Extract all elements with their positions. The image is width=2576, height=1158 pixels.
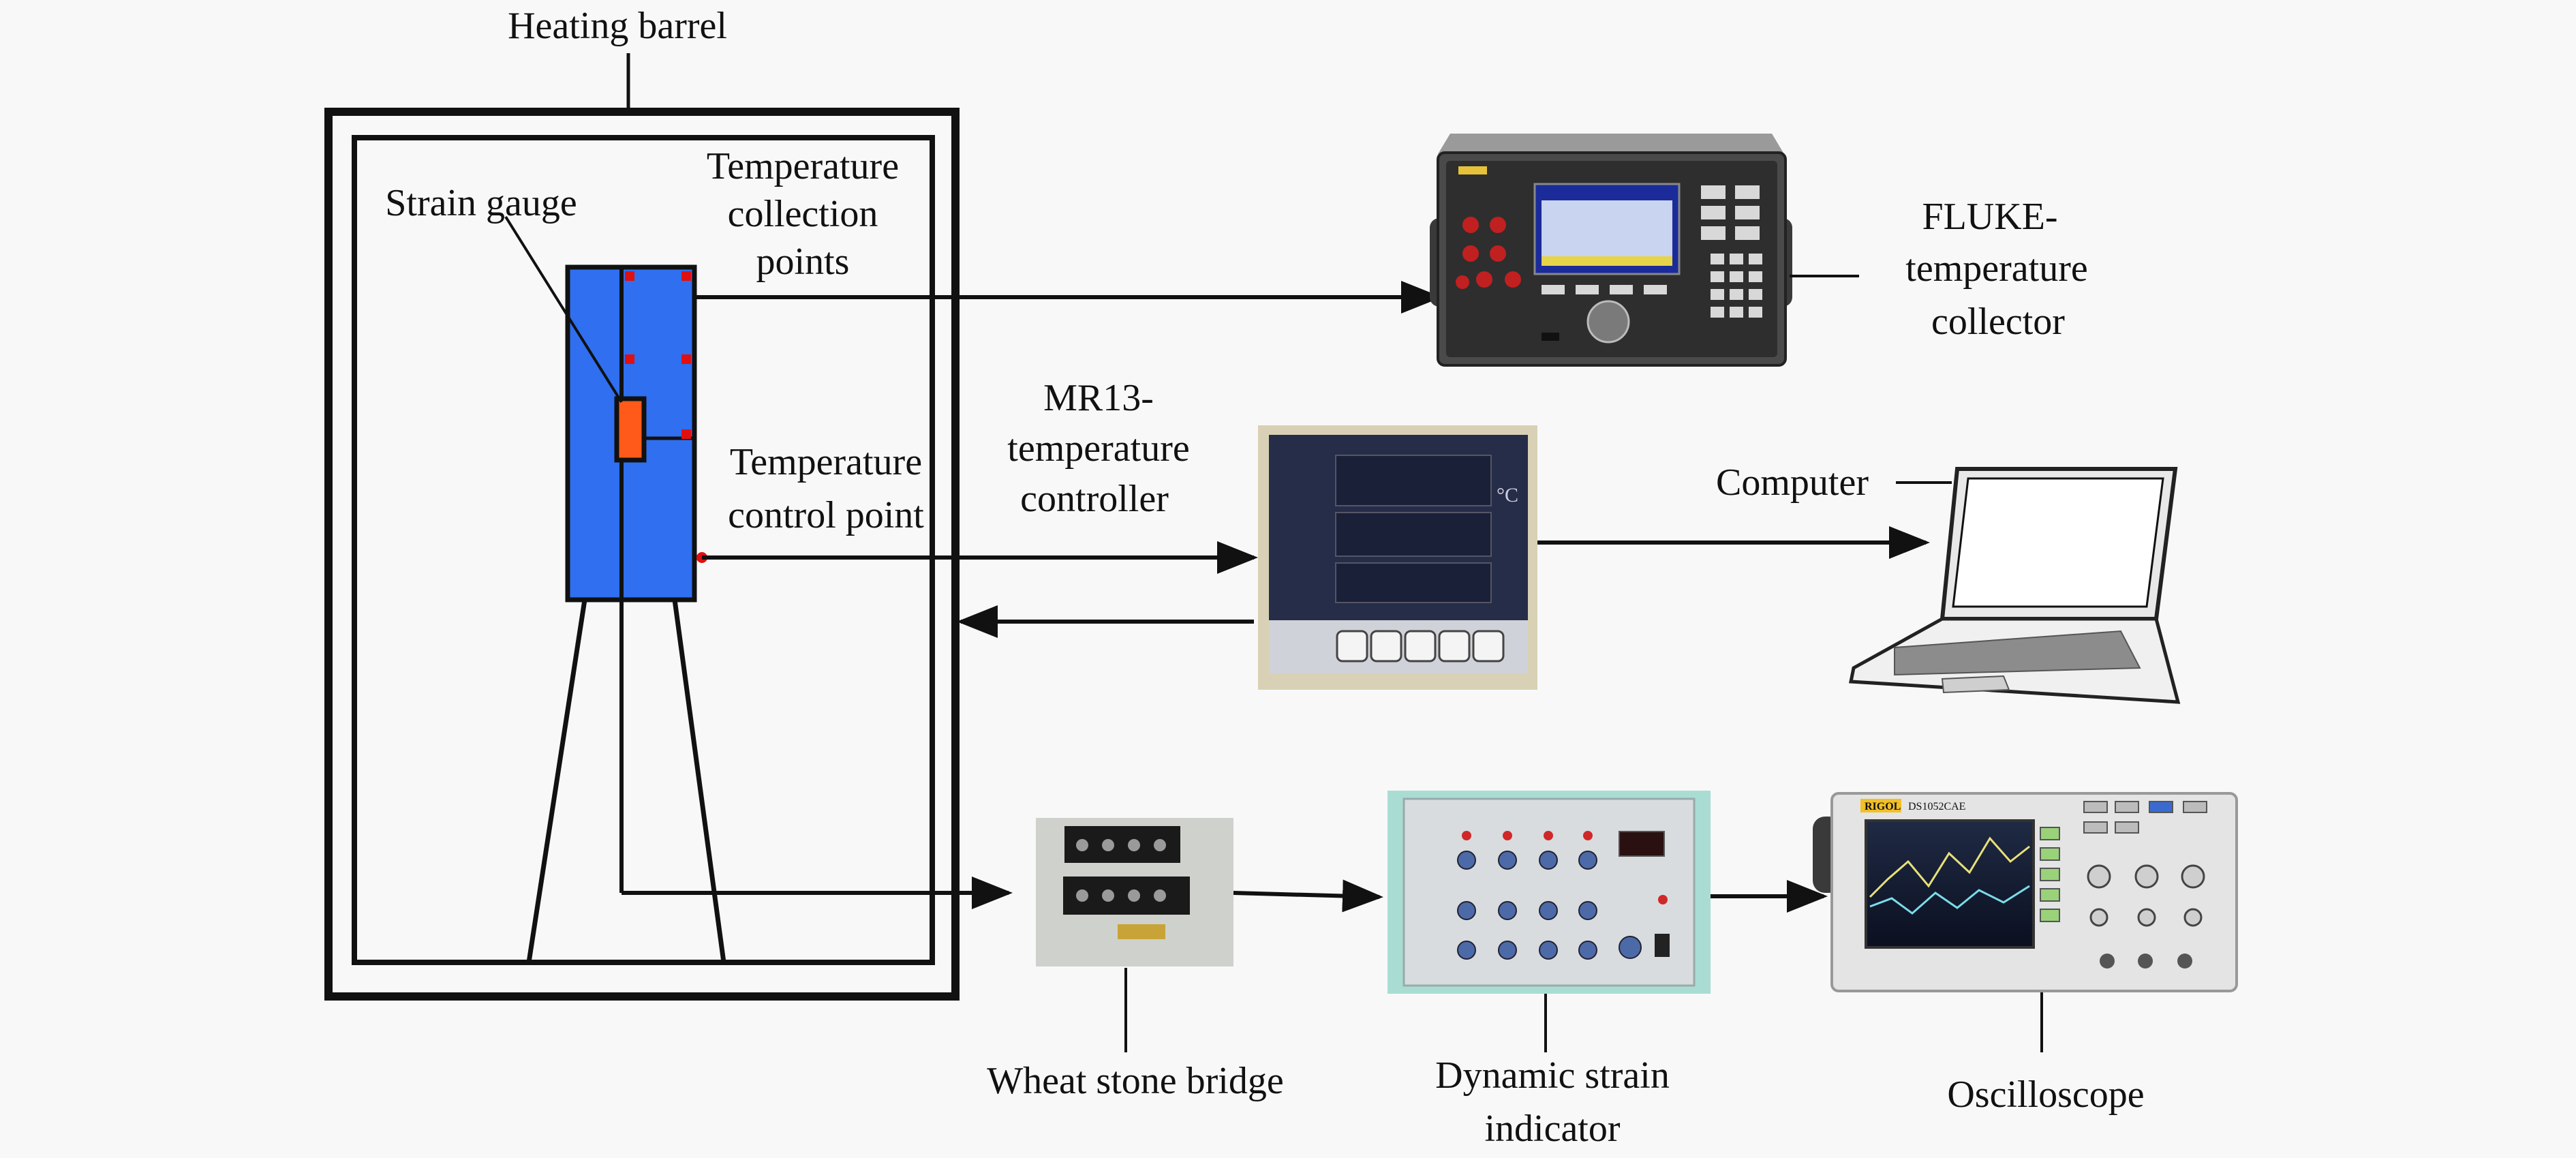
computer-laptop: [1848, 467, 2181, 704]
stand-leg-left: [526, 599, 587, 963]
label-fluke-3: collector: [1931, 301, 2065, 343]
label-temp-control-2: control point: [728, 494, 924, 536]
scope-brand: RIGOL: [1865, 801, 1901, 812]
label-temp-collection-2: collection: [728, 193, 878, 235]
collection-point: [681, 271, 691, 281]
wheatstone-bridge: [1036, 818, 1233, 1052]
label-wheatstone: Wheat stone bridge: [987, 1060, 1283, 1102]
specimen: [565, 264, 707, 893]
scope-brand-badge: [1860, 799, 1901, 812]
mr13-display-1: [1335, 455, 1492, 506]
strain-gauge: [614, 396, 647, 463]
fluke-top: [1438, 134, 1784, 154]
indicator-red-buttons: [1462, 831, 1668, 904]
label-temp-control-1: Temperature: [730, 441, 922, 483]
barrel-outer-wall: [324, 108, 960, 1001]
indicator-power-switch: [1655, 934, 1670, 957]
scope-control-knobs: [2087, 864, 2205, 927]
laptop-screen: [1952, 477, 2164, 608]
mr13-display-3: [1335, 562, 1492, 603]
laptop-keyboard: [1894, 630, 2141, 676]
label-temp-collection-1: Temperature: [707, 145, 899, 187]
fluke-logo-plate: [1458, 166, 1487, 174]
strain-gauge-leader: [504, 215, 623, 403]
fluke-temperature-collector: [1430, 134, 1859, 367]
fluke-left-buttons: [1456, 217, 1521, 289]
heating-barrel: [324, 53, 960, 1001]
label-heating-barrel: Heating barrel: [508, 5, 727, 47]
fluke-nav-dial: [1586, 300, 1630, 344]
collection-point: [625, 354, 634, 364]
connections: [622, 281, 1930, 913]
bridge-label-tag: [1118, 924, 1165, 939]
specimen-stand: [526, 599, 726, 963]
label-computer: Computer: [1716, 461, 1869, 504]
scope-bnc-ports: [2100, 954, 2192, 969]
mr13-temperature-controller: °C: [1258, 425, 1537, 690]
label-mr13-2: temperature: [1007, 427, 1189, 470]
arrow-bridge-to-indicator: [1233, 879, 1383, 913]
oscilloscope: RIGOL DS1052CAE: [1813, 792, 2238, 1052]
label-strain-indicator-2: indicator: [1484, 1108, 1620, 1150]
fluke-screen-accent: [1542, 256, 1672, 266]
barrel-inner-wall: [352, 135, 935, 965]
scope-top-buttons: [2083, 801, 2207, 834]
label-mr13-3: controller: [1020, 478, 1169, 520]
label-oscilloscope: Oscilloscope: [1947, 1073, 2144, 1116]
labels: Heating barrel Strain gauge Temperature …: [385, 5, 2144, 1150]
indicator-knobs: [1457, 851, 1642, 960]
stand-leg-right: [672, 599, 726, 963]
label-temp-collection-3: points: [756, 241, 850, 283]
collection-point: [625, 271, 634, 281]
indicator-display: [1619, 831, 1665, 857]
scope-side-keys: [2040, 827, 2060, 922]
scope-screen: [1865, 819, 2035, 949]
scope-trace-cyan: [1869, 885, 2030, 915]
collection-point: [681, 429, 691, 439]
label-fluke-1: FLUKE-: [1922, 196, 2057, 238]
label-fluke-2: temperature: [1905, 247, 2087, 290]
laptop-touchpad: [1941, 675, 2010, 694]
mr13-unit-label: °C: [1497, 484, 1518, 506]
label-strain-indicator-1: Dynamic strain: [1435, 1054, 1670, 1097]
scope-model: DS1052CAE: [1908, 801, 1965, 812]
dynamic-strain-indicator: [1387, 791, 1711, 1052]
label-mr13-1: MR13-: [1043, 377, 1154, 419]
collection-point: [681, 354, 691, 364]
bridge-screws: [1076, 839, 1166, 902]
fluke-softkeys: [1542, 285, 1667, 294]
fluke-screen-band: [1542, 200, 1672, 256]
label-strain-gauge: Strain gauge: [385, 182, 577, 224]
mr13-keys: [1336, 630, 1505, 662]
scope-trace-yellow: [1869, 836, 2030, 898]
fluke-keypad: [1701, 185, 1762, 318]
mr13-display-2: [1335, 512, 1492, 557]
fluke-usb-port: [1542, 333, 1559, 341]
